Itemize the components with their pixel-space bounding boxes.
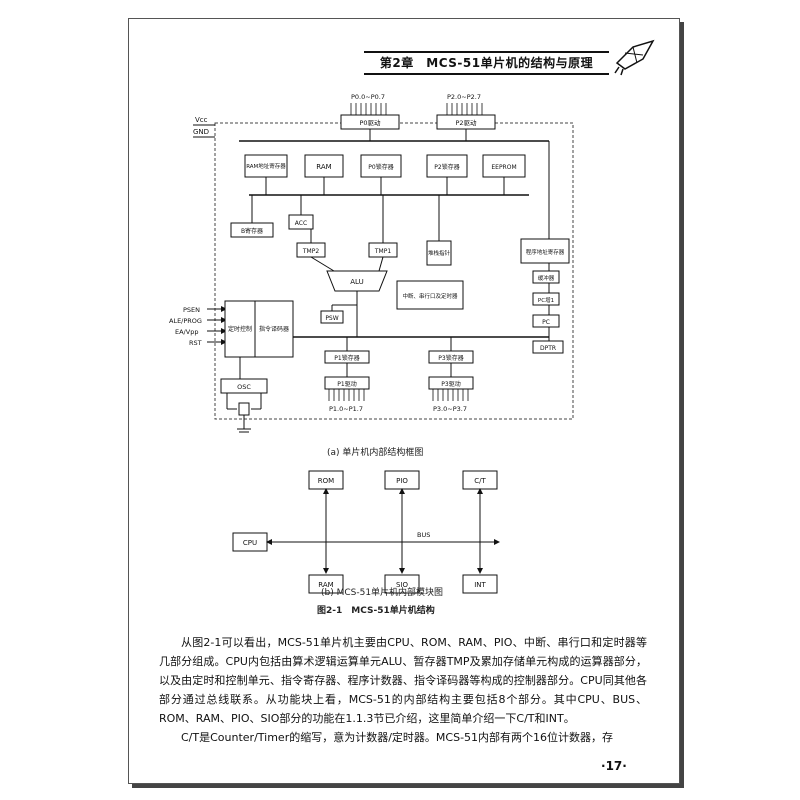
figure-b-caption: (b) MCS-51单片机内部模块图 [321, 588, 444, 598]
fig-b-bus: BUS [417, 531, 430, 539]
fig-b-cpu: CPU [243, 539, 257, 547]
block-p1-driver: P1驱动 [337, 381, 356, 388]
paragraph-2: C/T是Counter/Timer的缩写，意为计数器/定时器。MCS-51内部有… [181, 731, 614, 744]
figure-b-block-diagram: ROM PIO C/T CPU BUS RAM SIO INT [232, 470, 500, 594]
port-p3-label: P3.0~P3.7 [433, 405, 467, 413]
block-prog-addr: 程序地址寄存器 [526, 248, 565, 256]
block-b-reg: B寄存器 [241, 227, 263, 235]
fig-b-int: INT [474, 581, 486, 589]
chapter-title: 第2章 MCS-51单片机的结构与原理 [379, 56, 594, 70]
block-ram: RAM [316, 163, 331, 171]
figure-title: 图2-1 MCS-51单片机结构 [317, 606, 435, 616]
book-decoration-icon [614, 39, 655, 76]
block-tmp2: TMP2 [302, 248, 319, 255]
block-eeprom: EEPROM [491, 164, 516, 171]
port-p0-label: P0.0~P0.7 [351, 93, 385, 101]
block-instr-decoder: 指令译码器 [259, 325, 289, 333]
block-dptr: DPTR [540, 345, 556, 352]
figure-a-caption: (a) 单片机内部结构框图 [327, 448, 424, 458]
block-alu: ALU [350, 278, 363, 286]
fig-b-rom: ROM [318, 477, 334, 485]
chapter-header: 第2章 MCS-51单片机的结构与原理 [364, 51, 609, 75]
crystal-icon [226, 393, 262, 433]
fig-b-ram: RAM [318, 581, 333, 589]
block-acc: ACC [295, 220, 307, 227]
block-pc-incr: PC增1 [538, 296, 554, 304]
pin-ea: EA/Vpp [175, 328, 198, 336]
page-number: ·17· [601, 759, 627, 773]
block-ram-addr: RAM地址寄存器 [246, 162, 286, 170]
block-p1-latch: P1锁存器 [334, 354, 359, 362]
fig-b-pio: PIO [396, 477, 408, 485]
block-p2-driver: P2驱动 [455, 119, 477, 127]
paragraph-1: 从图2-1可以看出，MCS-51单片机主要由CPU、ROM、RAM、PIO、中断… [159, 636, 647, 725]
block-p0-driver: P0驱动 [359, 119, 381, 127]
port-p2-label: P2.0~P2.7 [447, 93, 481, 101]
fig-b-ct: C/T [474, 477, 486, 485]
book-page: 第2章 MCS-51单片机的结构与原理 Vcc GND PSEN ALE/PRO… [128, 18, 680, 784]
pin-vcc: Vcc [195, 116, 208, 124]
block-osc: OSC [237, 383, 251, 391]
block-timing: 定时控制 [228, 325, 252, 333]
block-tmp1: TMP1 [374, 248, 391, 255]
pin-rst: RST [189, 339, 202, 347]
block-p3-driver: P3驱动 [441, 381, 460, 388]
pin-ale: ALE/PROG [169, 317, 202, 325]
block-stack-ptr: 堆栈指针 [428, 249, 451, 257]
block-buffer: 缓冲器 [538, 274, 555, 282]
body-text: 从图2-1可以看出，MCS-51单片机主要由CPU、ROM、RAM、PIO、中断… [159, 633, 647, 747]
port-p1-label: P1.0~P1.7 [329, 405, 363, 413]
block-p2-latch: P2锁存器 [434, 163, 459, 171]
block-pc: PC [542, 319, 550, 326]
fig-b-sio: SIO [396, 581, 409, 589]
block-p0-latch: P0锁存器 [368, 163, 393, 171]
block-psw: PSW [325, 315, 338, 322]
pin-gnd: GND [193, 128, 209, 136]
block-p3-latch: P3锁存器 [438, 354, 463, 362]
figure-a-block-diagram: Vcc GND PSEN ALE/PROG EA/Vpp RST P0.0~P0… [169, 93, 574, 433]
pin-psen: PSEN [183, 306, 200, 314]
page-number-value: 17 [605, 759, 623, 773]
block-interrupt: 中断、串行口及定时器 [402, 292, 458, 300]
